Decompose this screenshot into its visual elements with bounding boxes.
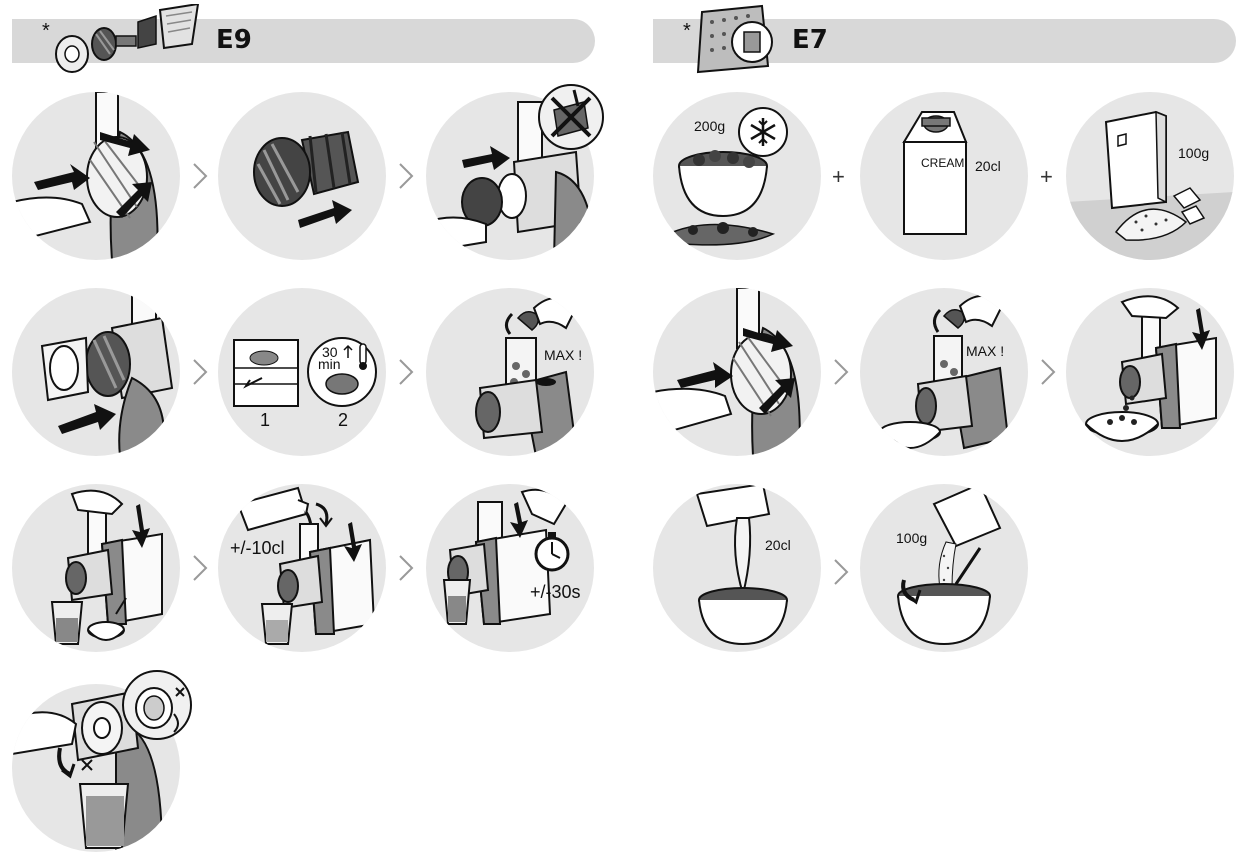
e9-asterisk: * bbox=[42, 20, 50, 42]
e7-step-2-max: MAX ! bbox=[966, 343, 1005, 359]
e7-step-5-amount: 100g bbox=[896, 530, 928, 546]
e7-ingredient-sugar bbox=[1066, 92, 1234, 260]
e9-step-8 bbox=[218, 484, 386, 652]
e7-next-chevron-2 bbox=[1041, 359, 1056, 385]
e9-step-5-sub-1: 1 bbox=[260, 410, 271, 430]
e7-ingredient-fruit bbox=[653, 92, 821, 260]
e7-step-4-amount: 20cl bbox=[765, 537, 791, 553]
e7-cream-label: CREAM bbox=[921, 156, 965, 170]
e7-step-5 bbox=[860, 484, 1028, 652]
snowflake-icon bbox=[750, 118, 776, 146]
e7-ingredient-cream bbox=[860, 92, 1028, 260]
e9-accessory-icon bbox=[55, 4, 200, 73]
e9-step-7 bbox=[12, 484, 180, 652]
e9-step-2 bbox=[218, 92, 386, 260]
e9-next-chevron-4 bbox=[399, 359, 414, 385]
e9-step-5-time: 30 bbox=[322, 344, 338, 360]
e9-next-chevron-5 bbox=[193, 555, 208, 581]
e9-step-1 bbox=[12, 92, 180, 260]
e7-next-chevron-3 bbox=[834, 559, 849, 585]
e7-sugar-amount: 100g bbox=[1178, 145, 1210, 161]
e9-step-9-duration: +/-30s bbox=[530, 582, 581, 602]
e9-step-5 bbox=[218, 288, 386, 456]
e7-plus-2: + bbox=[1040, 164, 1053, 189]
e9-title: E9 bbox=[216, 25, 252, 55]
e9-step-6 bbox=[426, 288, 594, 456]
e7-next-chevron-1 bbox=[834, 359, 849, 385]
e7-plus-1: + bbox=[832, 164, 845, 189]
e9-step-8-amount: +/-10cl bbox=[230, 538, 285, 558]
e7-grater-drum-icon bbox=[696, 4, 773, 74]
e7-title: E7 bbox=[792, 25, 828, 55]
e7-step-4 bbox=[653, 484, 821, 652]
e9-step-4 bbox=[12, 288, 180, 456]
e9-step-3-forbidden-inset bbox=[538, 84, 604, 150]
e9-next-chevron-6 bbox=[399, 555, 414, 581]
e9-step-5-sub-2: 2 bbox=[338, 410, 349, 430]
e7-asterisk: * bbox=[683, 20, 691, 42]
e7-step-2 bbox=[860, 288, 1028, 456]
e9-next-chevron-1 bbox=[193, 163, 208, 189]
e9-step-6-max: MAX ! bbox=[544, 347, 583, 363]
e9-next-chevron-2 bbox=[399, 163, 414, 189]
e9-step-5-unit: min bbox=[318, 356, 341, 372]
e9-next-chevron-3 bbox=[193, 359, 208, 385]
e7-step-3 bbox=[1066, 288, 1234, 456]
e7-fruit-amount: 200g bbox=[694, 118, 726, 134]
e9-step-10-cleaning-inset bbox=[122, 670, 192, 740]
e9-step-9 bbox=[426, 484, 594, 652]
e7-cream-amount: 20cl bbox=[975, 158, 1001, 174]
e7-step-1 bbox=[653, 288, 821, 456]
